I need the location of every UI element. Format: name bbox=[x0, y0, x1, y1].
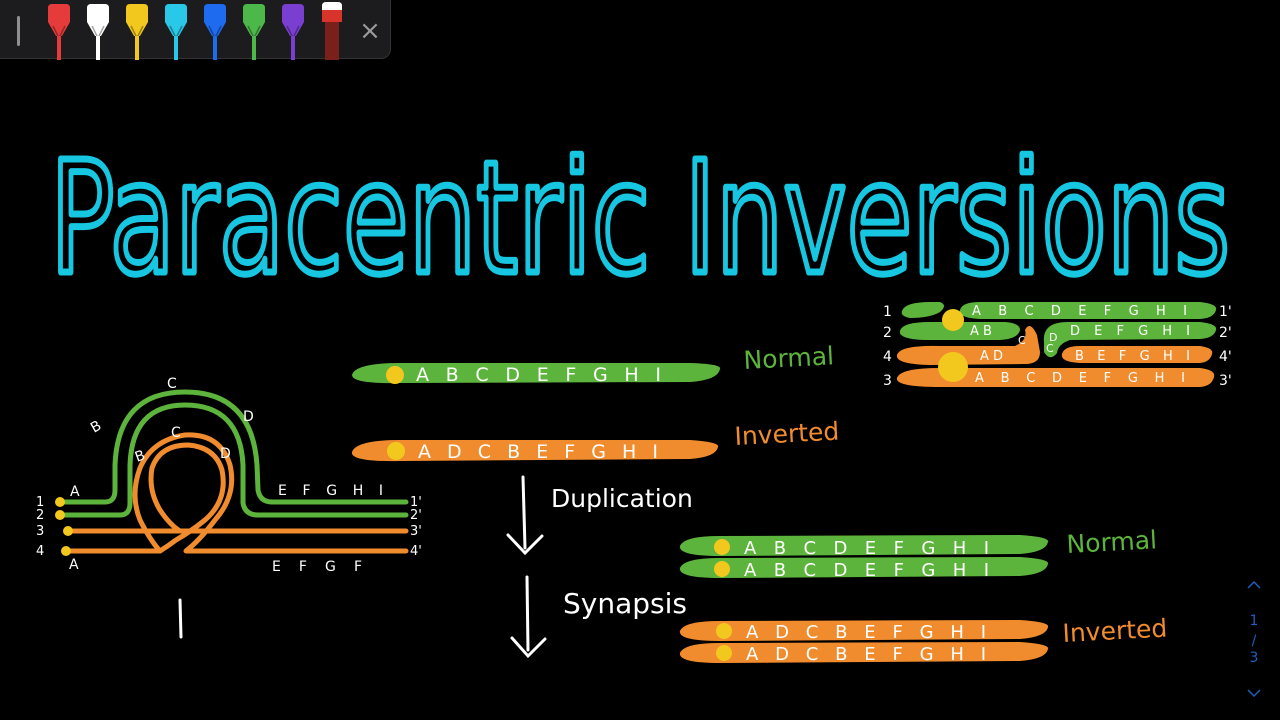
duplication-label: Duplication bbox=[551, 484, 693, 513]
strand-number-right: 1' bbox=[410, 495, 422, 510]
pair-sequence: A B bbox=[970, 324, 992, 339]
pair-sequence: A D bbox=[980, 349, 1003, 364]
page-separator: / bbox=[1251, 633, 1257, 649]
strand-numbers: 123 4 1'2'3' 4' bbox=[36, 495, 422, 559]
inverted-chromosome: A D C B E F G H I bbox=[351, 440, 719, 463]
centromere-dot bbox=[942, 309, 964, 331]
purple-marker-icon[interactable] bbox=[273, 0, 313, 60]
loop-label: D bbox=[220, 446, 231, 462]
centromere-dot bbox=[55, 497, 65, 507]
synapsis-arrow bbox=[510, 575, 547, 659]
inverted-label: Inverted bbox=[734, 417, 840, 451]
centromere-dot bbox=[716, 645, 732, 661]
normal-label: Normal bbox=[1066, 525, 1158, 559]
centromere-dot bbox=[716, 623, 732, 639]
loop-label: A bbox=[70, 484, 80, 500]
centromere-dot bbox=[386, 366, 404, 384]
strand-number-left: 2 bbox=[883, 325, 892, 341]
normal-label: Normal bbox=[743, 341, 835, 375]
total-pages: 3 bbox=[1249, 650, 1259, 666]
eraser-icon[interactable] bbox=[312, 0, 352, 60]
chevron-up-icon[interactable] bbox=[1240, 575, 1268, 595]
pair-sequence: D E F G H I bbox=[1070, 324, 1190, 339]
pair-loop-label: C bbox=[1046, 342, 1054, 355]
blue-marker-icon[interactable] bbox=[195, 0, 235, 60]
loop-label: B bbox=[133, 447, 148, 465]
strand-number-left: 4 bbox=[36, 544, 44, 559]
strand-number-right: 3' bbox=[410, 524, 422, 539]
page-title: Paracentric Inversions bbox=[50, 128, 1230, 309]
green-marker-icon[interactable] bbox=[234, 0, 274, 60]
normal-sequence: A B C D E F G H I bbox=[416, 364, 661, 386]
current-page-number: 1 bbox=[1249, 613, 1259, 629]
strand-number-right: 2' bbox=[1219, 325, 1232, 341]
yellow-marker-icon[interactable] bbox=[117, 0, 157, 60]
loop-label: A bbox=[69, 557, 79, 573]
strand-number-right: 4' bbox=[410, 544, 422, 559]
normal-sequence: A B C D E F G H I bbox=[744, 560, 989, 581]
loop-label: C bbox=[167, 376, 177, 392]
centromere-dot bbox=[938, 352, 968, 382]
strand-number-left: 2 bbox=[36, 508, 44, 523]
cyan-marker-icon[interactable] bbox=[156, 0, 196, 60]
strand-number-right: 1' bbox=[1219, 304, 1232, 320]
centromere-dot bbox=[55, 510, 65, 520]
normal-chromosome: A B C D E F G H I bbox=[352, 363, 721, 386]
normal-sequence: A B C D E F G H I bbox=[744, 538, 989, 559]
white-marker-icon[interactable] bbox=[78, 0, 118, 60]
page-navigator: 1 / 3 bbox=[1240, 575, 1268, 705]
inverted-sequence: A D C B E F G H I bbox=[746, 644, 986, 665]
inversion-loop-diagram bbox=[55, 389, 409, 556]
inverted-label: Inverted bbox=[1062, 614, 1168, 648]
chevron-down-icon[interactable] bbox=[1240, 683, 1268, 703]
centromere-dot bbox=[387, 442, 405, 460]
strand-number-left: 1 bbox=[36, 495, 44, 510]
duplication-arrow bbox=[506, 475, 544, 556]
strand-numbers: 1 2 4 3 1' 2' 4' 3' bbox=[883, 304, 1232, 389]
centromere-dot bbox=[63, 526, 73, 536]
loop-label: E F G H I bbox=[278, 483, 383, 499]
synapsis-label: Synapsis bbox=[563, 587, 687, 620]
pen-mark bbox=[178, 598, 183, 639]
loop-label: D bbox=[243, 409, 254, 425]
centromere-dot bbox=[714, 539, 730, 555]
loop-label: E F G F bbox=[272, 559, 362, 575]
strand-number-left: 1 bbox=[883, 304, 892, 320]
toolbar-drag-handle[interactable] bbox=[17, 16, 20, 46]
strand-number-left: 4 bbox=[883, 349, 892, 365]
strand-number-right: 4' bbox=[1219, 349, 1232, 365]
inverted-sequence: A D C B E F G H I bbox=[746, 622, 986, 643]
strand-number-right: 2' bbox=[410, 508, 422, 523]
pair-sequence: A B C D E F G H I bbox=[975, 371, 1185, 386]
strand-number-right: 3' bbox=[1219, 373, 1232, 389]
strand-number-left: 3 bbox=[36, 524, 44, 539]
synapsis-pairing-diagram: A B C D E F G H I A B D E F G H I A D B … bbox=[896, 302, 1217, 387]
pair-sequence: A B C D E F G H I bbox=[972, 304, 1187, 319]
close-toolbar-button[interactable]: × bbox=[359, 16, 381, 46]
pair-loop-label: D bbox=[1049, 331, 1057, 344]
pair-sequence: B E F G H I bbox=[1075, 349, 1190, 364]
centromere-dot bbox=[714, 561, 730, 577]
centromere-dot bbox=[61, 546, 71, 556]
loop-label: B bbox=[88, 418, 104, 437]
pair-loop-label: C bbox=[1018, 334, 1026, 347]
pen-toolbar: × bbox=[0, 0, 391, 60]
strand-number-left: 3 bbox=[883, 373, 892, 389]
duplicated-inverted-pair: A D C B E F G H I A D C B E F G H I bbox=[679, 620, 1049, 665]
red-marker-icon[interactable] bbox=[39, 0, 79, 60]
loop-label: C bbox=[171, 425, 181, 441]
inverted-sequence: A D C B E F G H I bbox=[418, 441, 658, 463]
duplicated-normal-pair: A B C D E F G H I A B C D E F G H I bbox=[679, 535, 1049, 581]
